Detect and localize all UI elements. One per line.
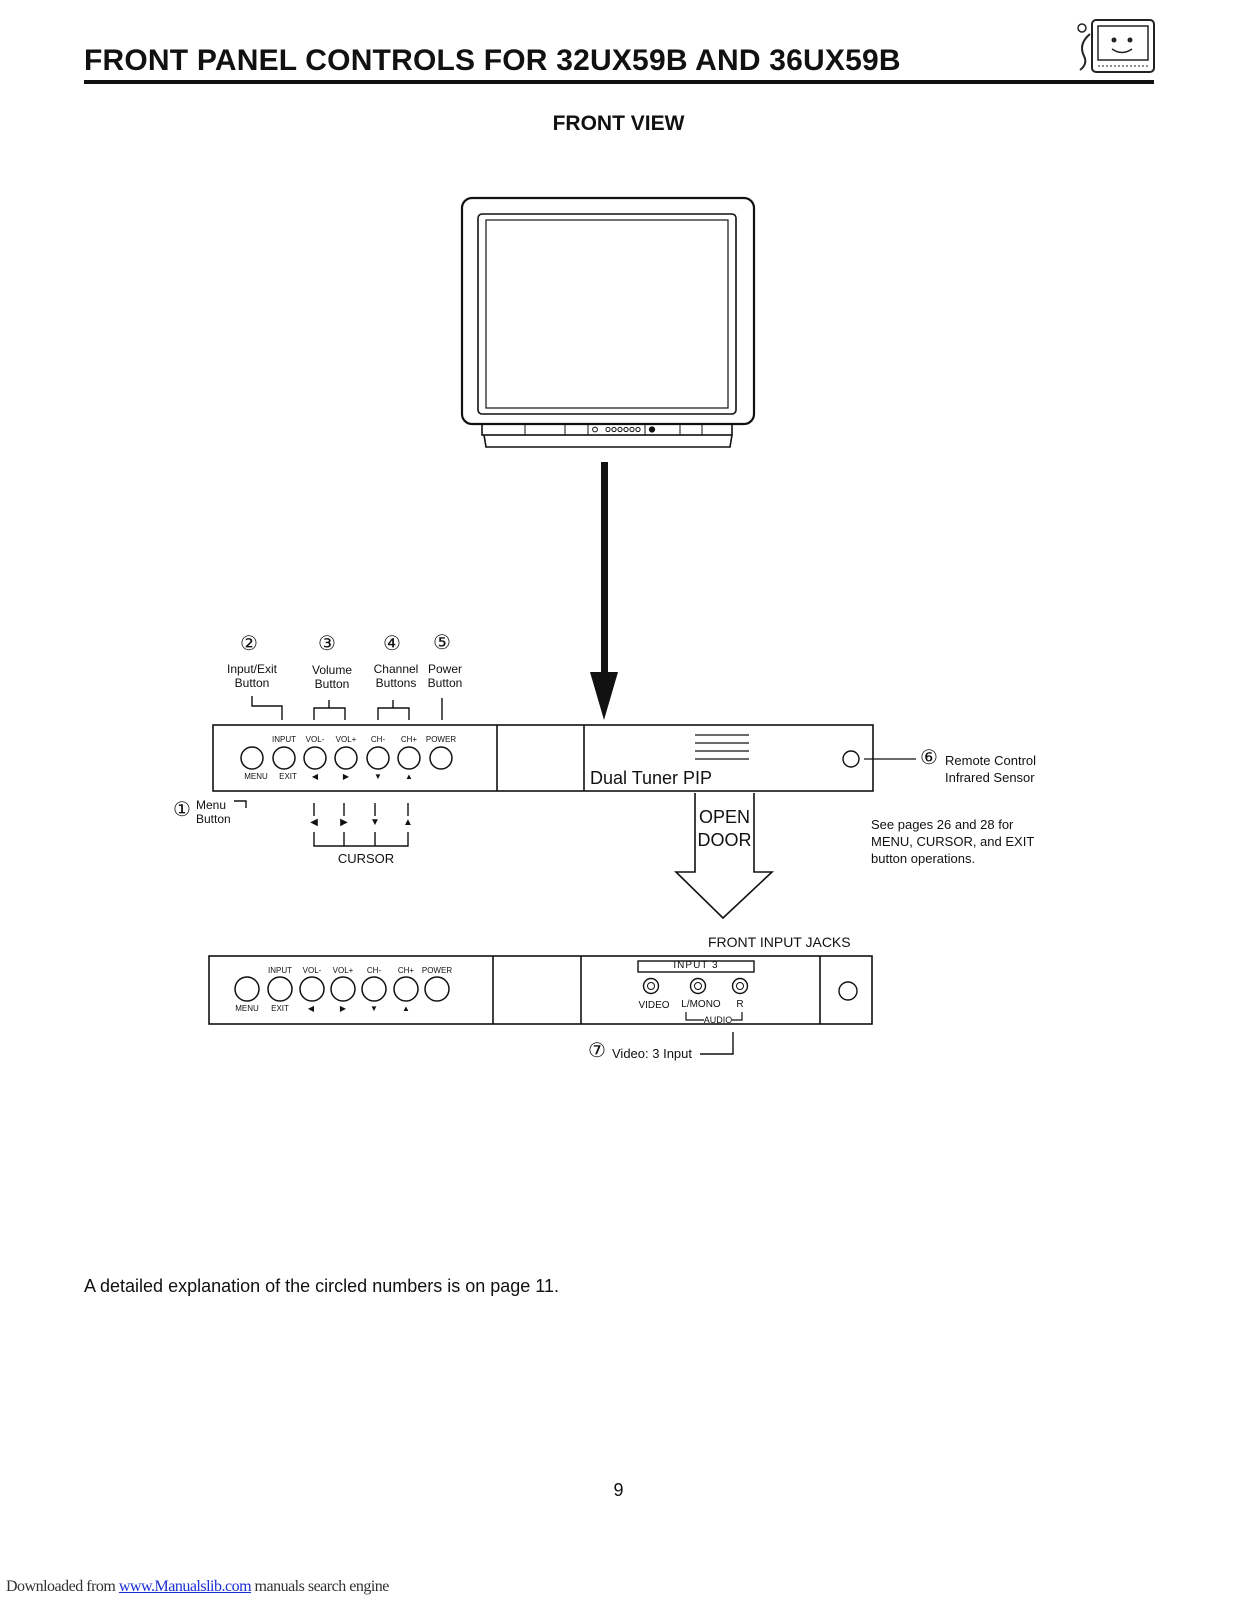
open-door-arrow <box>674 793 775 920</box>
panel-buttons-lower <box>234 976 450 1002</box>
callout-2-number: ② <box>240 633 258 655</box>
button-label: ▶ <box>339 1004 347 1013</box>
button-label: MENU <box>244 772 268 781</box>
callout-4-number: ④ <box>383 633 401 655</box>
panel-button-1 <box>240 746 264 770</box>
panel-button-6 <box>397 746 421 770</box>
r-jack-label: R <box>736 999 744 1010</box>
button-label: POWER <box>421 966 453 975</box>
cursor-label: CURSOR <box>337 851 395 866</box>
button-label: VOL- <box>302 966 322 975</box>
download-prefix: Downloaded from <box>6 1578 119 1595</box>
panel-buttons-upper <box>240 746 453 770</box>
cursor-down-arrow: ▼ <box>370 817 380 828</box>
page-number: 9 <box>613 1480 624 1500</box>
front-panel-lower <box>208 955 873 1055</box>
button-label: EXIT <box>271 1004 289 1013</box>
panel-button-1 <box>234 976 260 1002</box>
callout-5-number: ⑤ <box>433 632 451 654</box>
panel-button-3 <box>303 746 327 770</box>
callout-7-number: ⑦ <box>588 1040 606 1062</box>
panel-button-4 <box>330 976 356 1002</box>
button-label: INPUT <box>268 966 292 975</box>
callout-3-number: ③ <box>318 633 336 655</box>
front-panel-upper <box>212 724 916 792</box>
cursor-right-arrow: ▶ <box>340 817 348 828</box>
title-rule <box>84 80 1154 84</box>
button-label: MENU <box>235 1004 259 1013</box>
input-3-label: INPUT 3 <box>673 960 719 971</box>
button-label: VOL+ <box>332 966 354 975</box>
lmono-jack-label: L/MONO <box>681 999 721 1010</box>
button-label: CH+ <box>400 735 418 744</box>
manualslib-link[interactable]: www.Manualslib.com <box>118 1578 252 1595</box>
button-label: CH- <box>370 735 386 744</box>
cursor-left-arrow: ◀ <box>310 817 318 828</box>
panel-button-5 <box>361 976 387 1002</box>
button-label: ◀ <box>307 1004 315 1013</box>
button-label: EXIT <box>279 772 297 781</box>
panel-button-7 <box>429 746 453 770</box>
panel-button-5 <box>366 746 390 770</box>
button-label: INPUT <box>272 735 296 744</box>
cursor-up-arrow: ▲ <box>403 817 413 828</box>
panel-button-7 <box>424 976 450 1002</box>
audio-label: AUDIO <box>703 1015 733 1025</box>
page-title: FRONT PANEL CONTROLS FOR 32UX59B AND 36U… <box>84 44 901 77</box>
button-label: CH- <box>366 966 382 975</box>
tv-mascot-icon <box>1077 19 1155 73</box>
button-label: ◀ <box>311 772 319 781</box>
down-arrow <box>590 462 618 720</box>
panel-button-3 <box>299 976 325 1002</box>
button-label: VOL+ <box>335 735 357 744</box>
front-view-heading: FRONT VIEW <box>552 112 685 135</box>
pip-label: Dual Tuner PIP <box>590 768 713 788</box>
button-label: ▲ <box>402 1004 410 1013</box>
button-label: ▶ <box>342 772 350 781</box>
callout-6-number: ⑥ <box>920 747 938 769</box>
button-label: ▲ <box>405 772 413 781</box>
download-footer: Downloaded from www.Manualslib.com manua… <box>6 1578 389 1596</box>
video-jack-label: VIDEO <box>638 1000 670 1011</box>
front-input-jacks-heading: FRONT INPUT JACKS <box>708 934 851 950</box>
download-suffix: manuals search engine <box>251 1578 390 1595</box>
panel-button-6 <box>393 976 419 1002</box>
button-label: ▼ <box>370 1004 378 1013</box>
button-label: POWER <box>425 735 457 744</box>
callout-brackets <box>234 696 443 808</box>
button-label: CH+ <box>397 966 415 975</box>
panel-button-4 <box>334 746 358 770</box>
callout-1-number: ① <box>173 799 191 821</box>
footnote: A detailed explanation of the circled nu… <box>84 1276 559 1296</box>
panel-button-2 <box>272 746 296 770</box>
button-label: ▼ <box>374 772 382 781</box>
button-label: VOL- <box>305 735 325 744</box>
cursor-bracket <box>313 803 409 847</box>
panel-button-2 <box>267 976 293 1002</box>
tv-illustration <box>460 196 756 448</box>
callout-7-label: Video: 3 Input <box>612 1046 692 1061</box>
